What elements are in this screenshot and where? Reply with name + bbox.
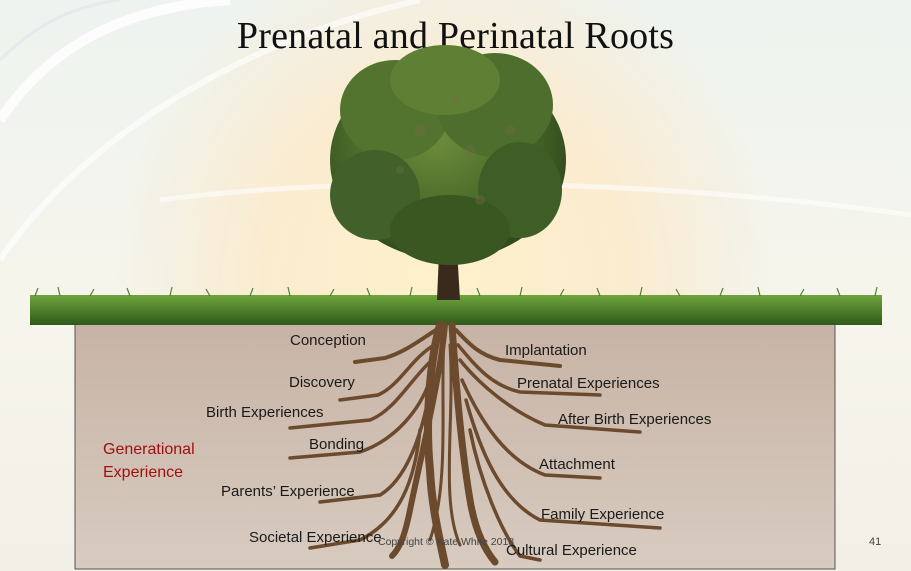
root-label-attachment: Attachment	[539, 456, 615, 473]
root-label-societal-experience: Societal Experience	[249, 529, 382, 546]
root-label-implantation: Implantation	[505, 342, 587, 359]
copyright-footer: Copyright © Kate White 2018	[378, 536, 515, 548]
root-label-family-experience: Family Experience	[541, 506, 665, 523]
root-label-discovery: Discovery	[289, 374, 355, 391]
root-label-conception: Conception	[290, 332, 366, 349]
slide-number: 41	[869, 536, 882, 548]
root-label-bonding: Bonding	[309, 436, 365, 453]
generational-experience-label: Generational Experience	[103, 441, 195, 481]
root-label-birth-experiences: Birth Experiences	[206, 404, 324, 421]
root-label-prenatal-experiences: Prenatal Experiences	[517, 375, 660, 392]
root-label-cultural-experience: Cultural Experience	[506, 542, 637, 559]
tree-roots	[288, 321, 662, 569]
root-label-parents-experience: Parents’ Experience	[221, 483, 355, 500]
tree-foliage	[330, 45, 566, 265]
root-label-after-birth-experiences: After Birth Experiences	[558, 411, 712, 428]
